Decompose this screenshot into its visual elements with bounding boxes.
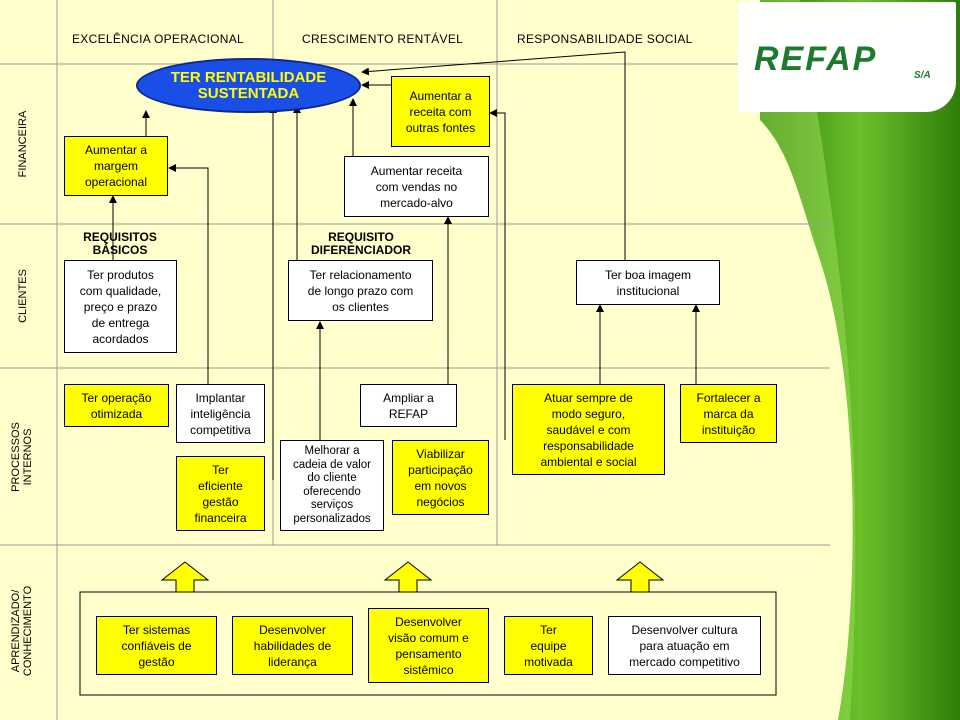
objective-safe-operation: Atuar sempre de modo seguro, saudável e … <box>512 384 665 475</box>
objective-text: Ter equipe motivada <box>524 622 573 669</box>
objective-target-market: Aumentar receita com vendas no mercado-a… <box>344 156 489 217</box>
objective-management-systems: Ter sistemas confiáveis de gestão <box>96 616 217 675</box>
up-arrow-right <box>615 561 665 593</box>
requirements-differentiator-label: REQUISITO DIFERENCIADOR <box>310 230 411 257</box>
column-header-operational: EXCELÊNCIA OPERACIONAL <box>72 32 244 46</box>
objective-text: Ter eficiente gestão financeira <box>194 462 247 525</box>
column-header-growth: CRESCIMENTO RENTÁVEL <box>302 32 464 46</box>
objective-text: Ter sistemas confiáveis de gestão <box>121 622 192 669</box>
goal-text: TER RENTABILIDADE SUSTENTADA <box>170 68 327 102</box>
up-arrows <box>160 561 665 593</box>
objective-new-business: Viabilizar participação em novos negócio… <box>392 440 489 515</box>
objective-strengthen-brand: Fortalecer a marca da instituição <box>680 384 777 443</box>
connectors <box>109 51 700 480</box>
objective-value-chain: Melhorar a cadeia de valor do cliente of… <box>280 440 384 531</box>
objective-increase-margin: Aumentar a margem operacional <box>64 136 168 196</box>
logo-frame <box>738 2 956 112</box>
objective-text: Fortalecer a marca da instituição <box>696 390 761 437</box>
row-label-clients: CLIENTES <box>17 269 29 323</box>
logo-text: REFAP <box>754 40 878 78</box>
objective-systemic-vision: Desenvolver visão comum e pensamento sis… <box>368 608 489 683</box>
objective-text: Implantar inteligência competitiva <box>190 390 251 437</box>
objective-text: Desenvolver visão comum e pensamento sis… <box>388 614 469 677</box>
objective-financial-management: Ter eficiente gestão financeira <box>176 456 265 531</box>
objective-text: Desenvolver cultura para atuação em merc… <box>629 622 740 669</box>
row-label-processes: PROCESSOS INTERNOS <box>10 422 34 492</box>
objective-text: Ampliar a REFAP <box>383 390 434 421</box>
objective-leadership-skills: Desenvolver habilidades de liderança <box>232 616 353 675</box>
objective-text: Ter produtos com qualidade, preço e praz… <box>79 267 162 346</box>
grid-lines <box>0 0 830 720</box>
up-arrow-center <box>383 561 433 593</box>
objective-institutional-image: Ter boa imagem institucional <box>576 260 720 305</box>
row-label-financial: FINANCEIRA <box>17 110 29 178</box>
logo-suffix: S/A <box>914 70 931 81</box>
objective-text: Aumentar a margem operacional <box>84 143 148 189</box>
objective-competitive-culture: Desenvolver cultura para atuação em merc… <box>608 616 761 675</box>
objective-quality-products: Ter produtos com qualidade, preço e praz… <box>64 260 177 353</box>
objective-expand-refap: Ampliar a REFAP <box>360 384 457 427</box>
row-label-learning: APRENDIZADO/ CONHECIMENTO <box>10 585 34 677</box>
up-arrow-left <box>160 561 210 593</box>
objective-text: Aumentar a receita com outras fontes <box>405 88 476 135</box>
objective-text: Atuar sempre de modo seguro, saudável e … <box>540 390 637 469</box>
objective-text: Aumentar receita com vendas no mercado-a… <box>370 163 463 210</box>
objective-text: Ter operação otimizada <box>81 390 152 421</box>
objective-text: Melhorar a cadeia de valor do cliente of… <box>293 445 371 525</box>
objective-text: Desenvolver habilidades de liderança <box>253 622 332 669</box>
objective-text: Ter relacionamento de longo prazo com os… <box>307 267 414 314</box>
logo-area: REFAP S/A <box>736 0 960 115</box>
objective-motivated-team: Ter equipe motivada <box>504 616 593 675</box>
objective-relationship: Ter relacionamento de longo prazo com os… <box>288 260 433 321</box>
objective-text: Ter boa imagem institucional <box>604 267 692 298</box>
objective-competitive-intelligence: Implantar inteligência competitiva <box>176 384 265 443</box>
objective-text: Viabilizar participação em novos negócio… <box>408 446 473 509</box>
requirements-basic-label: REQUISITOS BÁSICOS <box>83 230 157 257</box>
goal-ellipse: TER RENTABILIDADE SUSTENTADA <box>136 58 361 113</box>
objective-optimized-operation: Ter operação otimizada <box>64 384 169 427</box>
objective-other-sources: Aumentar a receita com outras fontes <box>391 76 490 147</box>
column-header-social: RESPONSABILIDADE SOCIAL <box>517 32 693 46</box>
